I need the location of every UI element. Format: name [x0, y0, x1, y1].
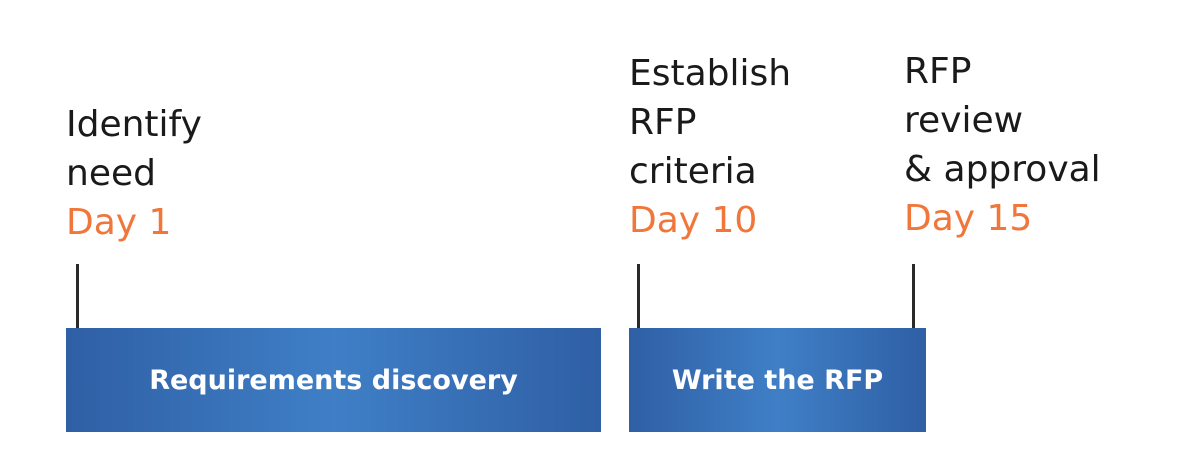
milestone-label-line: review: [904, 100, 1024, 141]
phase-write-rfp: Write the RFP: [629, 328, 926, 432]
phase-label: Write the RFP: [671, 364, 884, 396]
milestone-label-line: RFP: [904, 51, 972, 92]
milestone-tick: [76, 264, 79, 328]
milestone-review-approval: RFP review & approval Day 15: [904, 47, 1101, 243]
phase-label: Requirements discovery: [149, 364, 518, 396]
milestone-identify-need: Identify need Day 1: [66, 100, 202, 247]
milestone-label-line: need: [66, 153, 156, 194]
milestone-label-line: & approval: [904, 149, 1101, 190]
milestone-day: Day 15: [904, 198, 1033, 239]
milestone-tick: [637, 264, 640, 328]
milestone-tick: [912, 264, 915, 328]
milestone-establish-criteria: Establish RFP criteria Day 10: [629, 49, 791, 245]
milestone-label-line: Establish: [629, 53, 792, 94]
milestone-label-line: criteria: [629, 151, 757, 192]
phase-requirements-discovery: Requirements discovery: [66, 328, 601, 432]
milestone-day: Day 1: [66, 202, 172, 243]
milestone-label-line: RFP: [629, 102, 697, 143]
milestone-label-line: Identify: [66, 104, 202, 145]
milestone-day: Day 10: [629, 200, 758, 241]
